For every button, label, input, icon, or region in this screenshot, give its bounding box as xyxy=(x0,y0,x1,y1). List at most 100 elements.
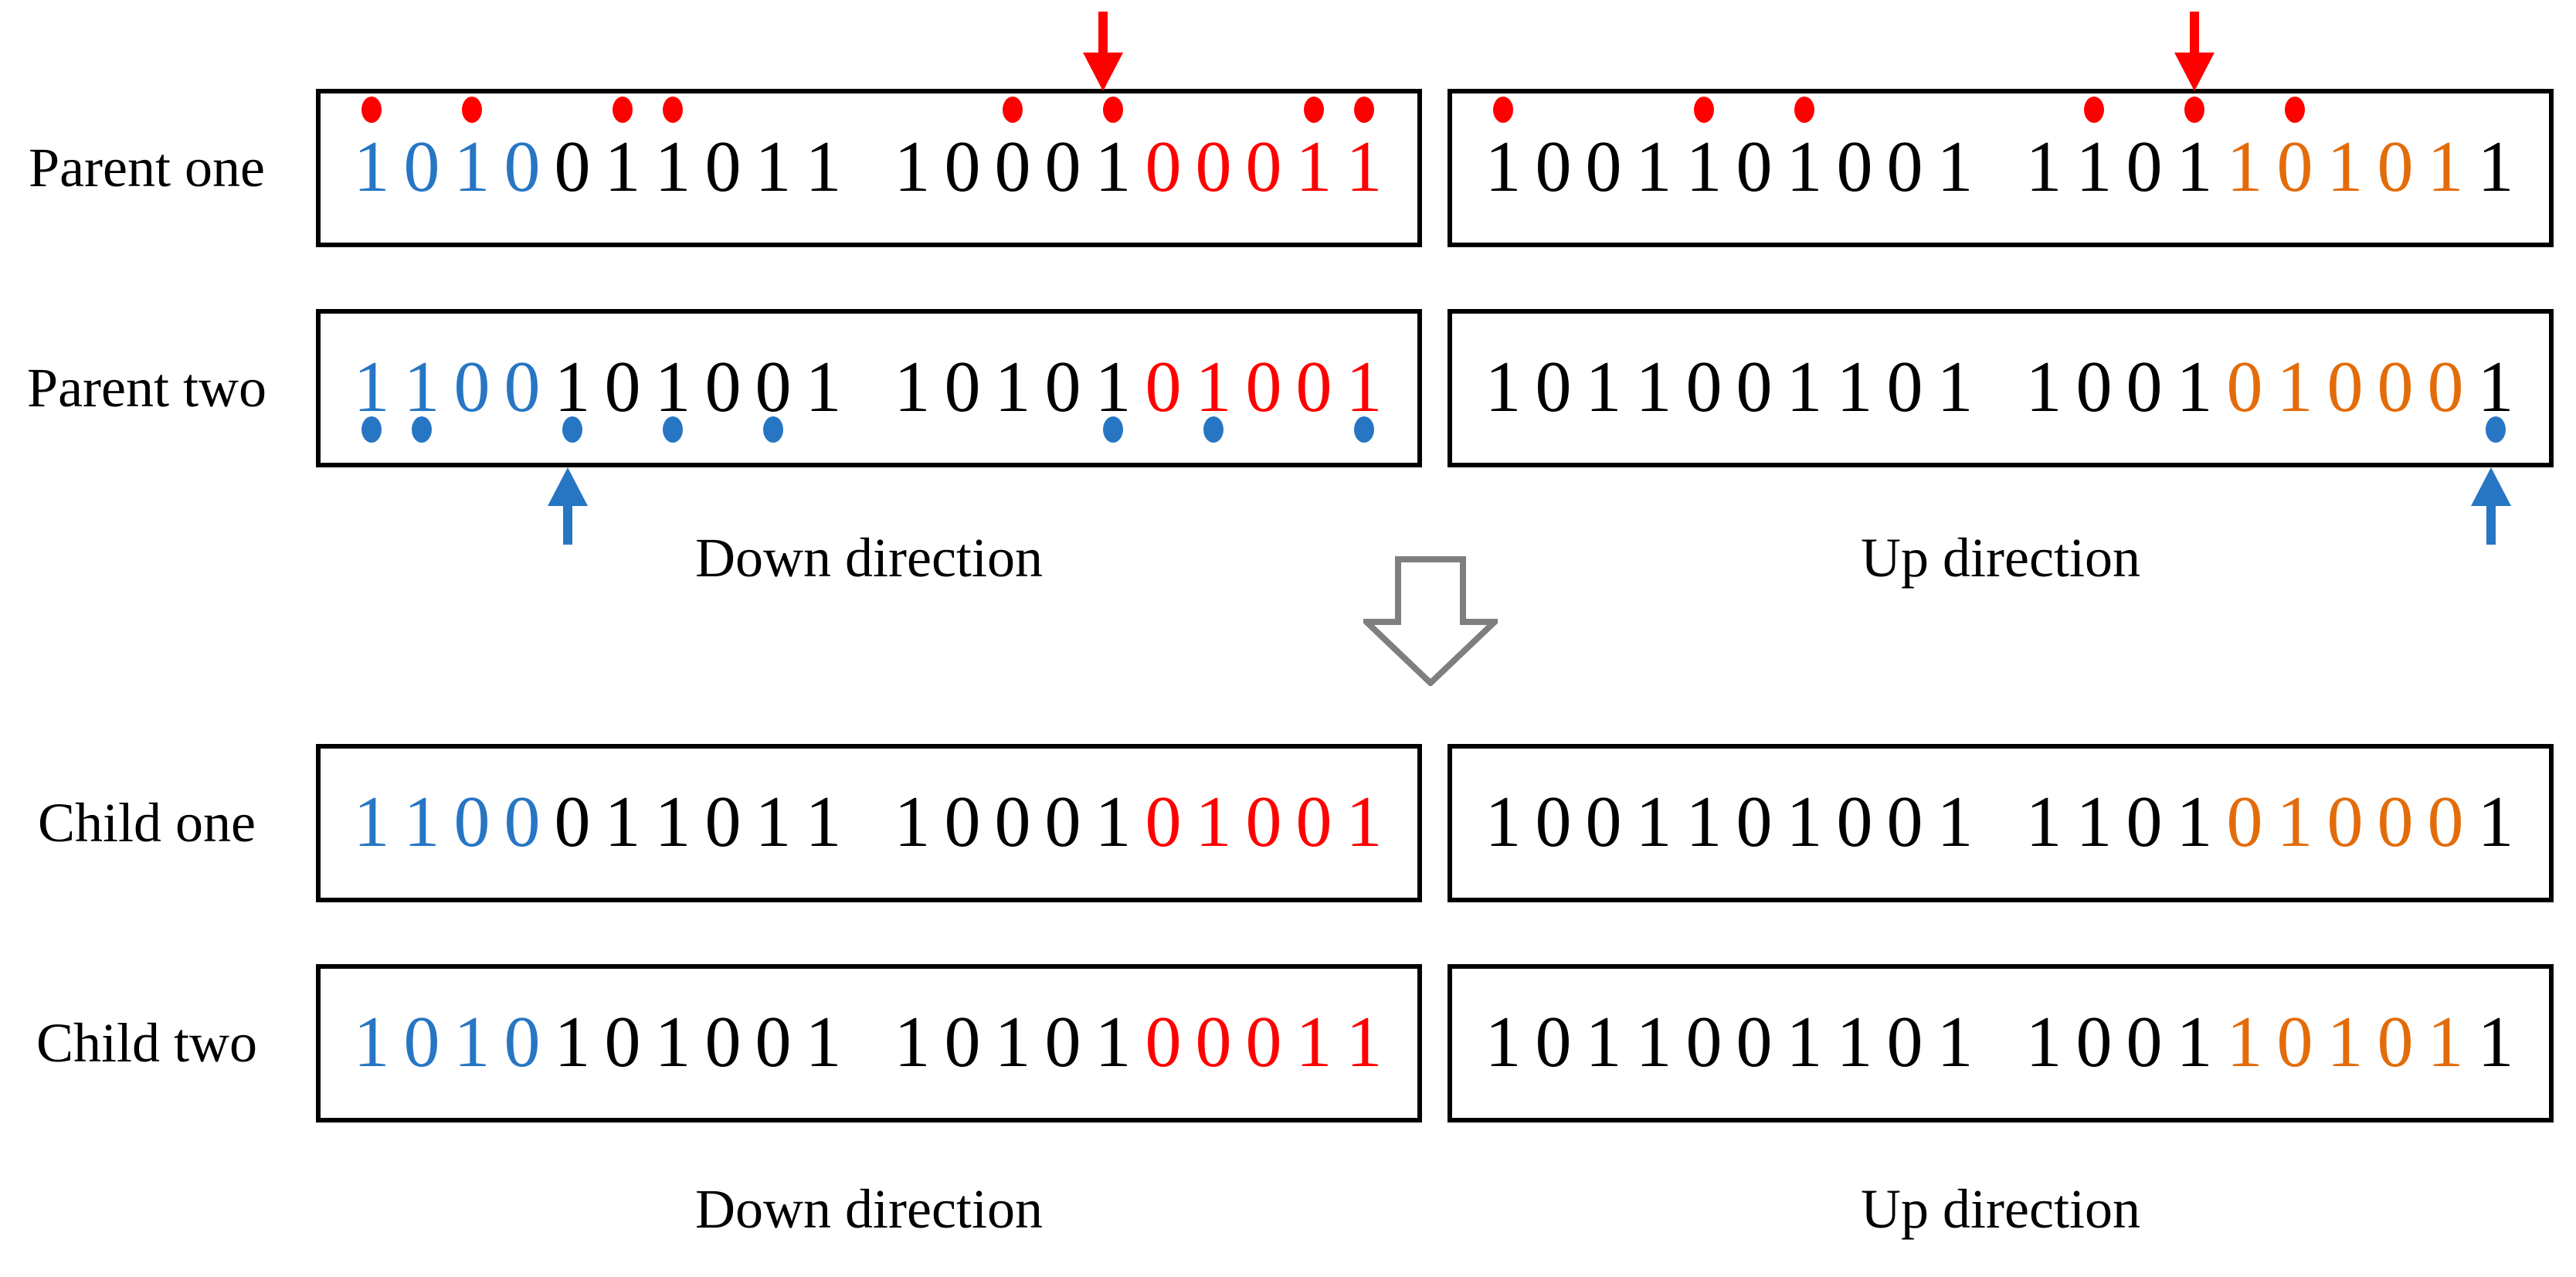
gene-digit: 1 xyxy=(1485,781,1522,862)
gene-digit: 1 xyxy=(2176,126,2213,207)
gene-digit: 0 xyxy=(1836,781,1873,862)
gene-digit: 1 xyxy=(1635,126,1672,207)
gene-digit: 0 xyxy=(994,781,1031,862)
gene-digit: 1 xyxy=(353,781,390,862)
gene-digit: 1 xyxy=(2477,126,2514,207)
crossover-point-arrow-up-icon xyxy=(547,467,588,545)
gene-digit: 1 xyxy=(654,1001,691,1082)
gene-digit: 1 xyxy=(2025,1001,2062,1082)
gene-digit: 0 xyxy=(2126,126,2163,207)
gene-digit: 1 xyxy=(805,781,842,862)
gene-digit: 0 xyxy=(1535,126,1572,207)
gene-digit: 0 xyxy=(504,1001,541,1082)
gene-digit: 1 xyxy=(1095,346,1132,427)
row-label-parent-one: Parent one xyxy=(29,137,265,199)
gene-digit: 0 xyxy=(2427,781,2464,862)
gene-digit: 1 xyxy=(1936,126,1974,207)
gene-digit: 1 xyxy=(1485,346,1522,427)
gene-digit: 1 xyxy=(1095,126,1132,207)
gene-digit: 1 xyxy=(1786,781,1823,862)
gene-digit: 0 xyxy=(554,781,591,862)
gene-digit: 0 xyxy=(1044,346,1081,427)
gene-digit: 0 xyxy=(944,781,981,862)
gene-digit: 0 xyxy=(2126,346,2163,427)
gene-digit: 0 xyxy=(1145,1001,1182,1082)
gene-digit: 1 xyxy=(1485,126,1522,207)
up-direction-label-children: Up direction xyxy=(1861,1178,2140,1240)
gene-digit: 1 xyxy=(1936,781,1974,862)
gene-digit: 0 xyxy=(704,1001,742,1082)
gene-digit: 0 xyxy=(1886,1001,1923,1082)
gene-digit: 1 xyxy=(1786,126,1823,207)
gene-digit: 1 xyxy=(2176,346,2213,427)
red-dot-marker xyxy=(361,97,382,123)
gene-digit: 0 xyxy=(994,126,1031,207)
gene-digit: 0 xyxy=(504,346,541,427)
gene-digit: 1 xyxy=(2176,1001,2213,1082)
gene-digit: 0 xyxy=(2126,781,2163,862)
gene-digit: 0 xyxy=(1145,781,1182,862)
gene-digit: 0 xyxy=(944,1001,981,1082)
gene-digit: 0 xyxy=(1685,1001,1722,1082)
blue-dot-marker xyxy=(663,416,683,443)
crossover-point-arrow-down-icon xyxy=(2174,12,2215,91)
gene-digit: 0 xyxy=(504,781,541,862)
gene-digit: 0 xyxy=(2126,1001,2163,1082)
gene-digit: 1 xyxy=(554,346,591,427)
gene-digit: 0 xyxy=(1836,126,1873,207)
gene-digit: 0 xyxy=(2377,781,2414,862)
gene-digit: 0 xyxy=(704,346,742,427)
gene-digit: 0 xyxy=(1585,781,1622,862)
gene-digit: 0 xyxy=(1886,781,1923,862)
gene-digit: 1 xyxy=(2176,781,2213,862)
gene-digit: 0 xyxy=(2327,346,2364,427)
gene-digit: 1 xyxy=(604,781,641,862)
gene-digit: 0 xyxy=(2075,1001,2113,1082)
down-direction-label-children: Down direction xyxy=(695,1178,1043,1240)
gene-digit: 1 xyxy=(894,126,931,207)
gene-digit: 0 xyxy=(453,781,490,862)
gene-digit: 0 xyxy=(504,126,541,207)
gene-digit: 0 xyxy=(704,126,742,207)
blue-dot-marker xyxy=(562,416,582,443)
gene-digit: 1 xyxy=(1685,126,1722,207)
blue-dot-marker xyxy=(361,416,382,443)
gene-digit: 1 xyxy=(805,126,842,207)
gene-digit: 0 xyxy=(1044,1001,1081,1082)
gene-digit: 0 xyxy=(1044,126,1081,207)
red-dot-marker xyxy=(613,97,633,123)
gene-digit: 1 xyxy=(894,781,931,862)
gene-digit: 1 xyxy=(604,126,641,207)
red-dot-marker xyxy=(663,97,683,123)
gene-digit: 1 xyxy=(1095,1001,1132,1082)
gene-digit: 1 xyxy=(1786,346,1823,427)
red-dot-marker xyxy=(462,97,482,123)
gene-digit: 0 xyxy=(2327,781,2364,862)
gene-digit: 0 xyxy=(1145,126,1182,207)
gene-digit: 0 xyxy=(1736,346,1773,427)
red-dot-marker xyxy=(1354,97,1374,123)
gene-digit: 0 xyxy=(1685,346,1722,427)
blue-dot-marker xyxy=(1203,416,1224,443)
gene-digit: 0 xyxy=(2075,346,2113,427)
gene-digit: 1 xyxy=(2327,126,2364,207)
gene-digit: 1 xyxy=(654,126,691,207)
gene-digit: 0 xyxy=(1245,1001,1282,1082)
transform-arrow-icon xyxy=(1363,556,1498,686)
down-direction-label-parents: Down direction xyxy=(695,527,1043,589)
red-dot-marker xyxy=(1304,97,1324,123)
gene-digit: 1 xyxy=(1585,346,1622,427)
gene-digit: 1 xyxy=(805,1001,842,1082)
gene-digit: 0 xyxy=(944,126,981,207)
red-dot-marker xyxy=(2084,97,2104,123)
gene-digit: 1 xyxy=(1685,781,1722,862)
gene-digit: 0 xyxy=(604,1001,641,1082)
gene-digit: 1 xyxy=(654,781,691,862)
